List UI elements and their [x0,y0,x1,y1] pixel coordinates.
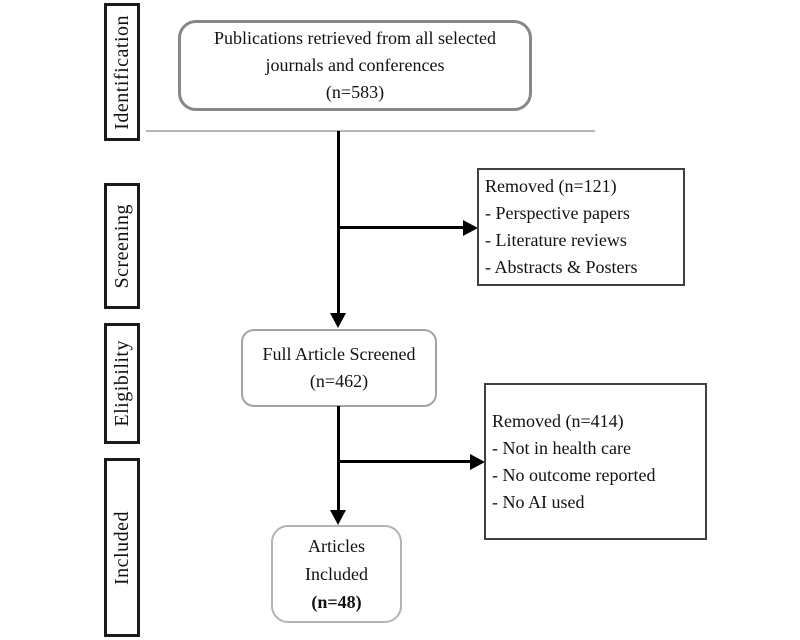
removed-screening-item: - Perspective papers [485,203,630,223]
connector-branch-screening [338,226,468,229]
stage-label-identification: Identification [110,14,133,130]
stage-box-included: Included [104,458,140,637]
stage-box-eligibility: Eligibility [104,323,140,444]
connector-vertical-screening [337,131,340,313]
stage-label-included: Included [110,510,133,585]
arrowhead-right-icon-1 [463,220,478,236]
removed-screening-item: - Literature reviews [485,230,627,250]
stage-label-eligibility: Eligibility [110,340,133,427]
node-removed-eligibility: Removed (n=414) - Not in health care - N… [484,383,707,540]
arrowhead-right-icon-2 [470,454,485,470]
stage-box-screening: Screening [104,183,140,309]
node-publications-retrieved: Publications retrieved from all selected… [178,20,532,111]
removed-eligibility-item: - Not in health care [492,437,631,458]
removed-eligibility-item: - No AI used [492,491,585,512]
node-full-article-screened-count: (n=462) [309,371,369,391]
node-articles-included: Articles Included (n=48) [271,525,402,623]
node-removed-screening: Removed (n=121) - Perspective papers - L… [477,168,685,286]
connector-branch-eligibility [338,460,470,463]
node-full-article-screened-line1: Full Article Screened [262,344,416,364]
node-publications-retrieved-line1: Publications retrieved from all selected [214,28,496,48]
node-publications-retrieved-line2: journals and conferences [265,55,445,75]
arrowhead-down-icon-1 [330,313,346,328]
removed-screening-title: Removed (n=121) [485,176,617,196]
node-full-article-screened: Full Article Screened (n=462) [241,329,437,407]
identification-separator-line [146,130,595,132]
node-publications-retrieved-count: (n=583) [325,82,385,102]
node-articles-included-line2: Included [305,564,368,584]
stage-label-screening: Screening [110,203,133,289]
arrowhead-down-icon-2 [330,510,346,525]
removed-eligibility-title: Removed (n=414) [492,410,624,431]
connector-vertical-included [337,406,340,511]
node-articles-included-line1: Articles [308,536,365,556]
node-articles-included-count: (n=48) [311,592,362,612]
stage-box-identification: Identification [104,3,140,141]
removed-eligibility-item: - No outcome reported [492,464,656,485]
removed-screening-item: - Abstracts & Posters [485,257,638,277]
